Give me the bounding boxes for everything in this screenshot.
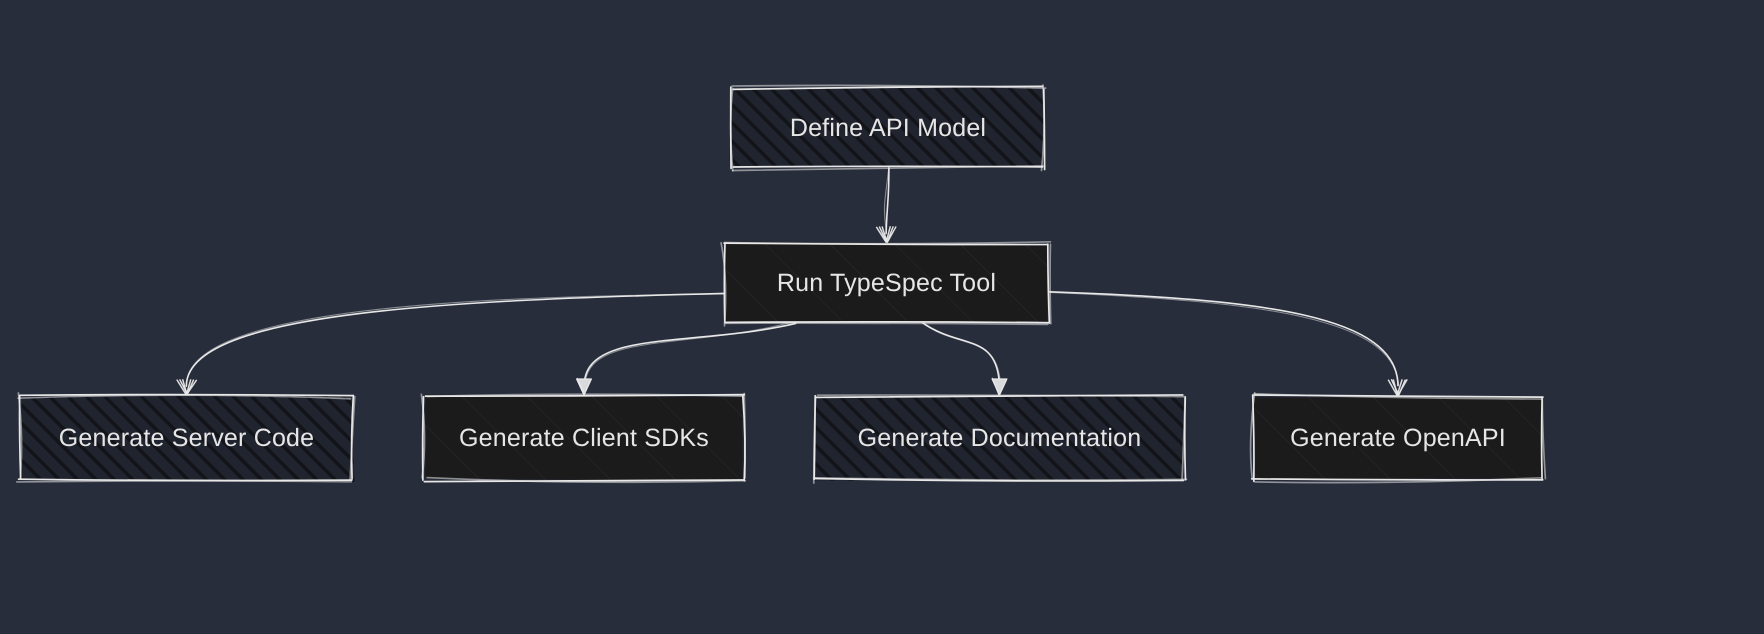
edges-layer xyxy=(176,166,1408,397)
nodes-layer xyxy=(16,84,1547,484)
node-generate-server-code[interactable] xyxy=(16,392,356,483)
node-generate-documentation[interactable] xyxy=(812,394,1188,484)
arrowhead-icon xyxy=(991,377,1008,397)
edge-edge-run-to-openapi xyxy=(1048,290,1400,387)
edge-edge-run-to-docs xyxy=(920,321,1002,387)
node-generate-openapi[interactable] xyxy=(1249,391,1547,484)
node-define-api-model[interactable] xyxy=(729,84,1047,172)
node-run-typespec-tool[interactable] xyxy=(720,240,1052,327)
node-generate-client-sdks[interactable] xyxy=(420,392,747,484)
arrowhead-icon xyxy=(875,226,897,244)
edge-edge-run-to-server xyxy=(185,292,727,387)
edge-edge-run-to-sdks xyxy=(583,320,797,388)
arrowhead-icon xyxy=(575,377,593,396)
edge-edge-define-to-run xyxy=(883,166,890,235)
